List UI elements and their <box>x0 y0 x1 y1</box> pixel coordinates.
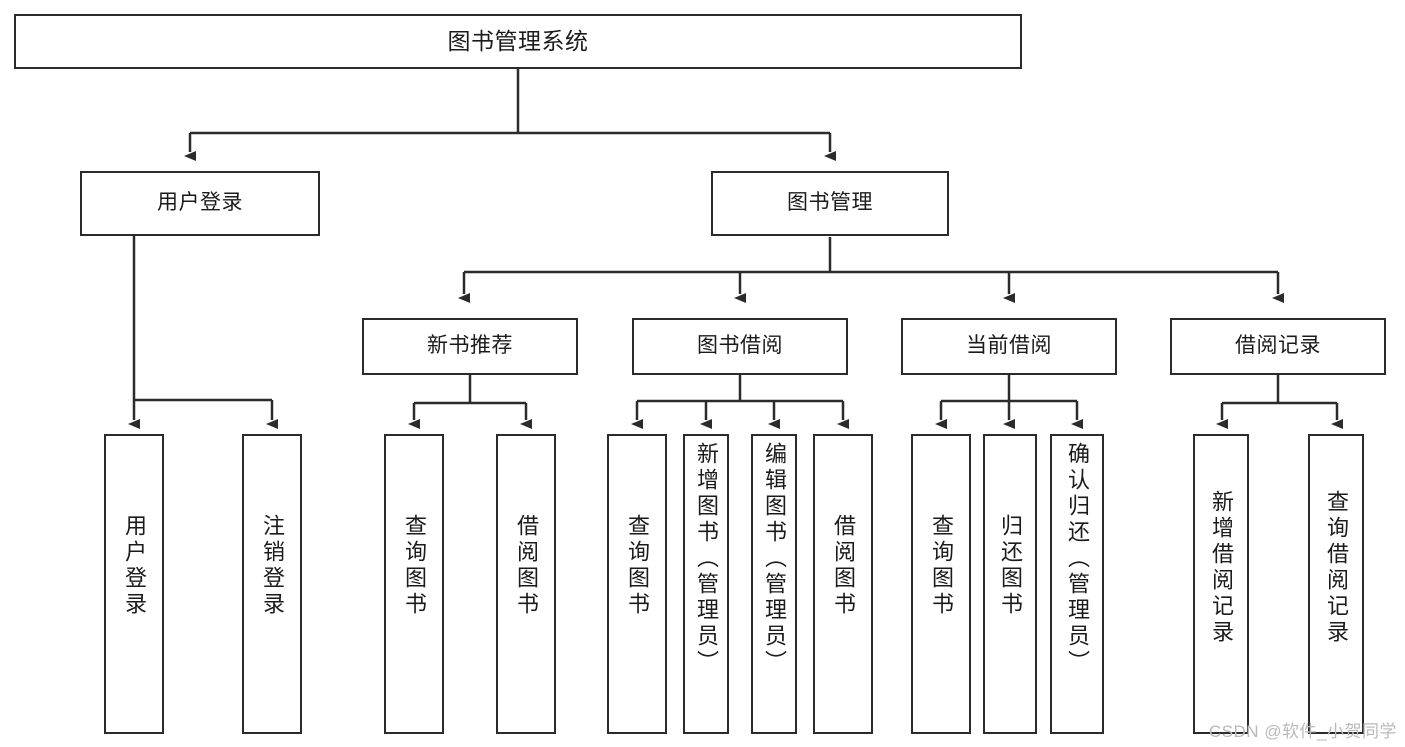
node-label: 归还图书 <box>998 514 1023 618</box>
leaf-borrow-record-add-record[interactable]: 新增借阅记录 <box>1193 434 1249 734</box>
leaf-user-login-login[interactable]: 用户登录 <box>104 434 164 734</box>
leaf-new-book-query-book[interactable]: 查询图书 <box>384 434 444 734</box>
node-label: 当前借阅 <box>966 334 1052 358</box>
leaf-book-borrow-query-book[interactable]: 查询图书 <box>607 434 667 734</box>
node-label: 借阅记录 <box>1235 334 1321 358</box>
node-label: 查询图书 <box>625 514 650 618</box>
node-label: 查询图书 <box>929 514 954 618</box>
node-label: 用户登录 <box>157 191 243 215</box>
node-label: 新增图书（管理员） <box>694 442 719 676</box>
node-label: 查询借阅记录 <box>1324 490 1349 646</box>
leaf-current-borrow-confirm-return-admin[interactable]: 确认归还（管理员） <box>1050 434 1104 734</box>
node-label: 新书推荐 <box>427 334 513 358</box>
watermark: CSDN @软件_小贺同学 <box>1208 722 1397 741</box>
leaf-book-borrow-borrow-book[interactable]: 借阅图书 <box>813 434 873 734</box>
leaf-book-borrow-add-book-admin[interactable]: 新增图书（管理员） <box>683 434 729 734</box>
node-label: 查询图书 <box>402 514 427 618</box>
leaf-current-borrow-return-book[interactable]: 归还图书 <box>983 434 1037 734</box>
node-label: 确认归还（管理员） <box>1065 442 1090 676</box>
node-label: 新增借阅记录 <box>1209 490 1234 646</box>
node-label: 借阅图书 <box>514 514 539 618</box>
node-label: 编辑图书（管理员） <box>762 442 787 676</box>
node-book-borrow[interactable]: 图书借阅 <box>632 318 848 375</box>
node-user-login[interactable]: 用户登录 <box>80 171 320 236</box>
node-book-management[interactable]: 图书管理 <box>711 171 949 236</box>
node-new-book-recommend[interactable]: 新书推荐 <box>362 318 578 375</box>
node-label: 图书管理 <box>787 191 873 215</box>
node-label: 注销登录 <box>260 514 285 618</box>
node-label: 图书管理系统 <box>447 27 589 54</box>
leaf-new-book-borrow-book[interactable]: 借阅图书 <box>496 434 556 734</box>
node-borrow-record[interactable]: 借阅记录 <box>1170 318 1386 375</box>
node-label: 借阅图书 <box>831 514 856 618</box>
leaf-user-login-logout[interactable]: 注销登录 <box>242 434 302 734</box>
leaf-book-borrow-edit-book-admin[interactable]: 编辑图书（管理员） <box>751 434 797 734</box>
node-label: 图书借阅 <box>697 334 783 358</box>
leaf-borrow-record-query-record[interactable]: 查询借阅记录 <box>1308 434 1364 734</box>
leaf-current-borrow-query-book[interactable]: 查询图书 <box>911 434 971 734</box>
node-root-book-management-system[interactable]: 图书管理系统 <box>14 14 1022 69</box>
node-current-borrow[interactable]: 当前借阅 <box>901 318 1117 375</box>
node-label: 用户登录 <box>122 514 147 618</box>
